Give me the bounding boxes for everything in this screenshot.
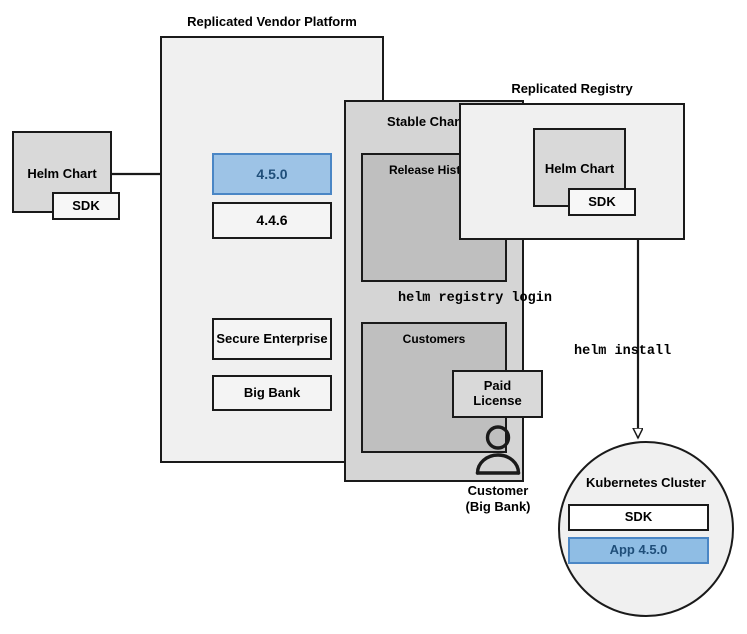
paid-license-label-line2: License [473,393,522,408]
customer-item-secure-enterprise[interactable]: Secure Enterprise [212,318,332,360]
registry-title: Replicated Registry [511,81,633,96]
command-helm-registry-login: helm registry login [398,291,552,306]
release-item-446[interactable]: 4.4.6 [212,202,332,239]
customer-name-label: Secure Enterprise [216,330,328,346]
release-item-450[interactable]: 4.5.0 [212,153,332,195]
vendor-platform-title: Replicated Vendor Platform [187,14,357,29]
customer-item-big-bank[interactable]: Big Bank [212,375,332,411]
stable-channel-title: Stable Channel [387,114,481,129]
command-helm-install: helm install [574,344,672,359]
release-version-label: 4.5.0 [256,165,288,182]
kubernetes-cluster-title: Kubernetes Cluster [586,475,706,490]
source-helm-chart-label: Helm Chart [27,166,97,181]
registry-sdk-label: SDK [588,193,616,209]
release-version-label: 4.4.6 [256,212,288,229]
registry-sdk-box: SDK [568,188,636,216]
cluster-component-app: App 4.5.0 [568,537,709,564]
customer-actor-line1: Customer [467,483,529,498]
cluster-component-label: App 4.5.0 [609,542,668,558]
source-sdk-box: SDK [52,192,120,220]
customer-name-label: Big Bank [243,384,301,400]
source-sdk-label: SDK [72,197,100,213]
paid-license-label-line1: Paid [483,378,512,394]
cluster-component-sdk: SDK [568,504,709,531]
cluster-component-label: SDK [624,509,653,525]
customer-actor-line2: (Big Bank) [465,498,531,514]
registry-helm-chart-label: Helm Chart [544,161,615,176]
person-icon [475,425,521,475]
customer-actor-label: Customer (Big Bank) [440,483,556,514]
paid-license-box: Paid License [452,370,543,418]
customers-title: Customers [402,332,466,346]
release-history-title: Release History [388,163,480,177]
